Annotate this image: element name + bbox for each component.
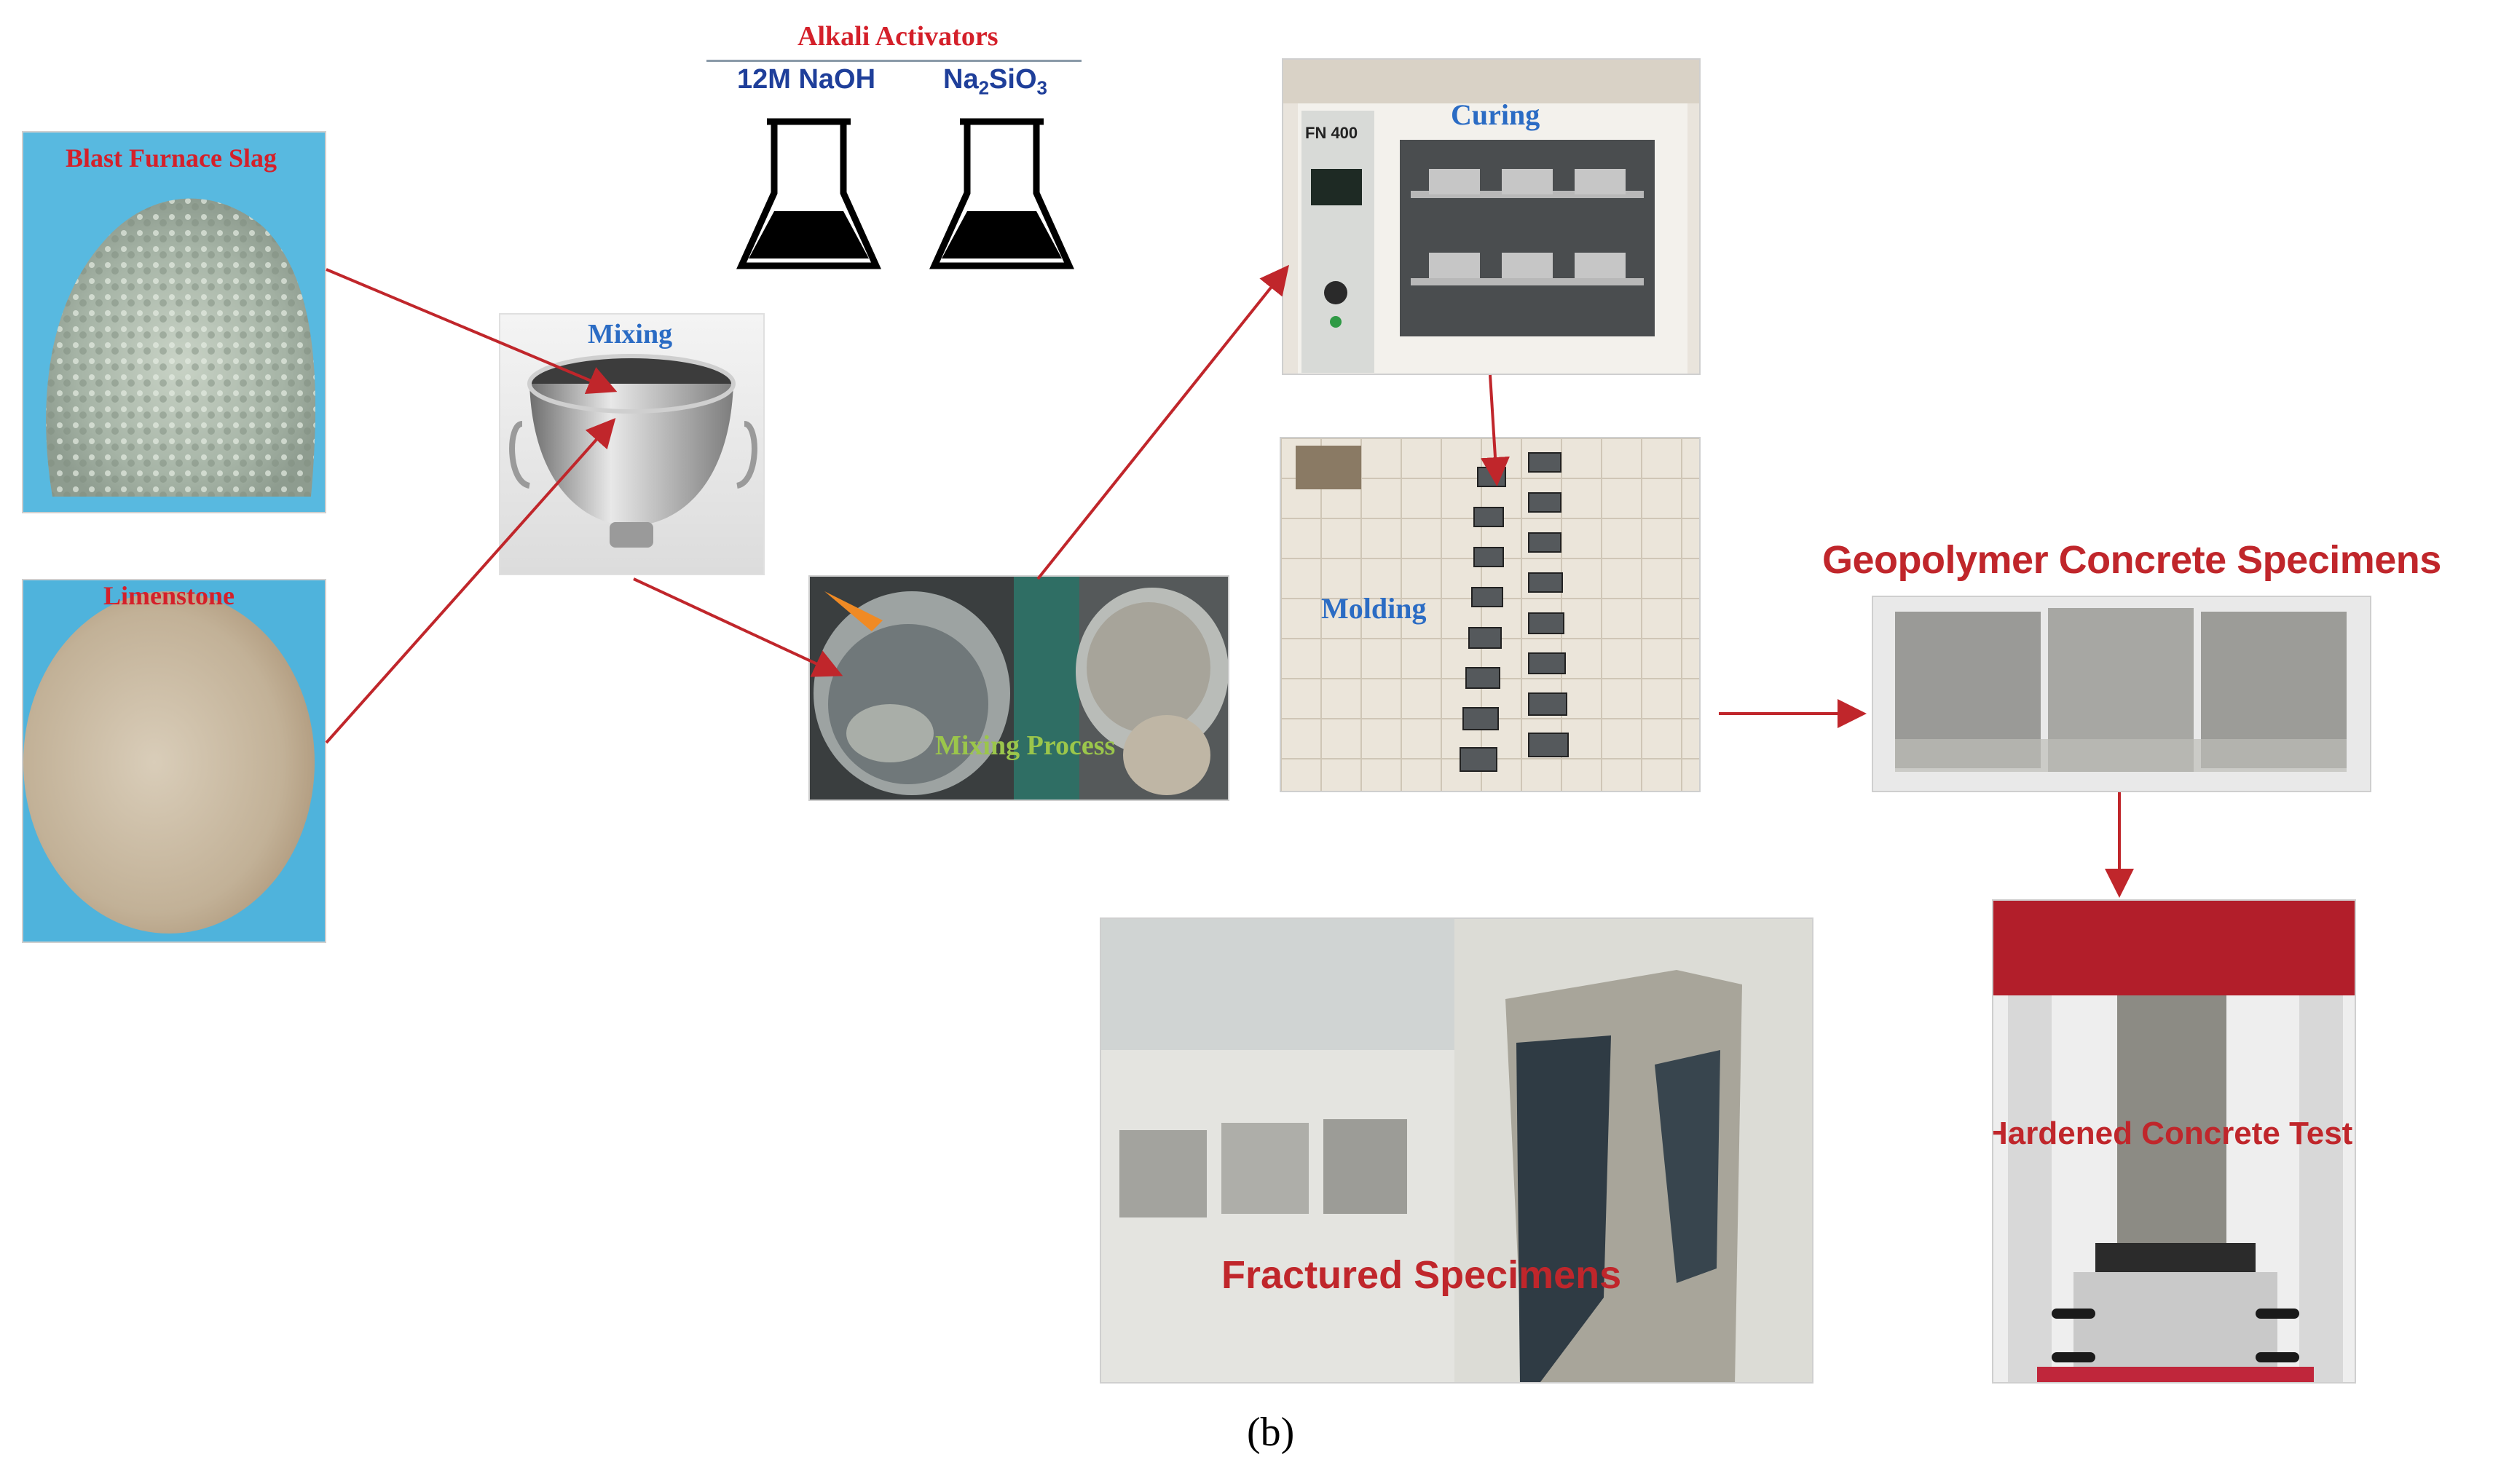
alkali-activators-title: Alkali Activators [797,21,999,52]
specimens-image [1895,608,2347,772]
activators-divider [706,60,1082,62]
compression-machine-image [1993,901,2355,1382]
mixing-process-photo: Mixing Process [808,575,1229,801]
na2sio3-sio: SiO [989,64,1037,95]
arrow-process-to-curing [1036,264,1289,580]
slag-pile-image [46,198,316,497]
hardened-test-label: Hardened Concrete Test [1992,1116,2353,1151]
arrow-mixing-to-process [633,577,843,677]
hardened-test-photo: Hardened Concrete Test [1992,899,2356,1384]
molding-photo: Molding [1280,437,1701,792]
molding-image [1281,438,1699,791]
fractured-specimens-photo: Fractured Specimens [1100,917,1813,1384]
limestone-label: Limenstone [103,581,235,610]
na2sio3-sub-3: 3 [1036,76,1047,99]
limestone-photo: Limenstone [22,579,326,943]
blast-furnace-slag-label: Blast Furnace Slag [66,143,277,173]
blast-furnace-slag-photo: Blast Furnace Slag [22,131,326,513]
limestone-pile-image [23,591,315,934]
fractured-specimens-label: Fractured Specimens [1221,1253,1622,1297]
figure-caption: (b) [1247,1410,1295,1455]
mixing-bowl-photo: Mixing [499,313,765,575]
geopolymer-specimens-photo [1872,596,2371,792]
curing-oven-photo: FN 400 Curing [1282,58,1701,375]
oven-icon [1283,60,1699,374]
na2sio3-na: Na [943,64,979,95]
mixing-process-image [810,577,1228,800]
na2sio3-label: Na2SiO3 [943,64,1047,100]
mixing-label: Mixing [588,319,673,350]
fractured-image [1101,919,1812,1382]
molding-label: Molding [1321,592,1427,625]
mixing-process-label: Mixing Process [935,730,1116,761]
na2sio3-sub-2: 2 [978,76,990,99]
flask-icon [736,118,881,269]
naoh-label: 12M NaOH [737,64,876,95]
oven-model-label: FN 400 [1305,124,1358,142]
mixing-bowl-icon [509,354,757,548]
geopolymer-specimens-title: Geopolymer Concrete Specimens [1822,538,2441,582]
curing-label: Curing [1451,98,1540,131]
flask-icon [929,118,1074,269]
